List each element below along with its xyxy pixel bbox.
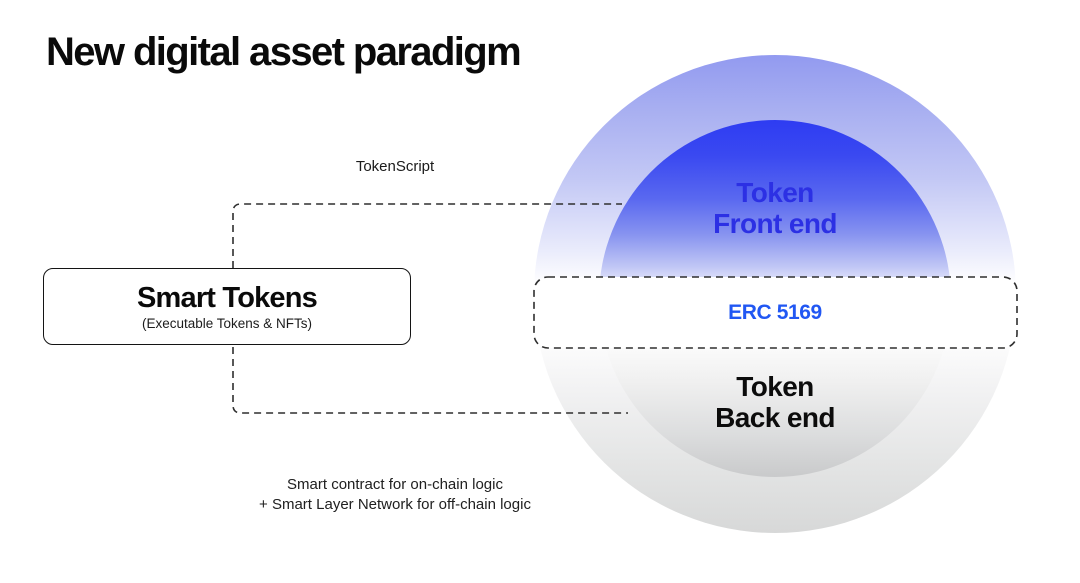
token-back-end-line2: Back end bbox=[715, 402, 835, 433]
caption-line1: Smart contract for on-chain logic bbox=[287, 476, 503, 493]
connector-top-dashed-line bbox=[232, 203, 622, 268]
erc-5169-label: ERC 5169 bbox=[728, 301, 822, 324]
tokenscript-label: TokenScript bbox=[355, 158, 435, 175]
smart-tokens-box: Smart Tokens (Executable Tokens & NFTs) bbox=[43, 268, 411, 345]
smart-tokens-title: Smart Tokens bbox=[136, 281, 318, 314]
token-front-end-line2: Front end bbox=[713, 208, 837, 239]
token-front-end-line1: Token bbox=[736, 177, 814, 208]
bottom-caption: Smart contract for on-chain logic + Smar… bbox=[195, 475, 595, 515]
caption-line2: + Smart Layer Network for off-chain logi… bbox=[259, 496, 531, 513]
page-title: New digital asset paradigm bbox=[46, 30, 522, 74]
token-front-end-label: Token Front end bbox=[625, 177, 925, 239]
erc-5169-dashed-box bbox=[533, 276, 1018, 349]
token-back-end-line1: Token bbox=[736, 371, 814, 402]
smart-tokens-subtitle: (Executable Tokens & NFTs) bbox=[141, 315, 313, 331]
connector-bottom-dashed-line bbox=[232, 347, 628, 414]
token-back-end-label: Token Back end bbox=[625, 371, 925, 433]
